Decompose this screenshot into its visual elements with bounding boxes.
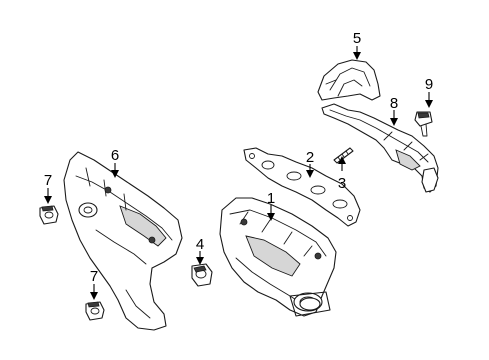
callout-5: 5 <box>353 30 361 47</box>
manifold-gasket <box>243 147 361 227</box>
stud-bolt <box>414 111 433 137</box>
lower-heat-shield <box>63 151 183 331</box>
exhaust-nut <box>191 263 213 287</box>
callout-3: 3 <box>338 175 346 192</box>
left-exhaust-manifold <box>219 197 337 317</box>
callout-9: 9 <box>425 76 433 93</box>
callout-8: 8 <box>390 95 398 112</box>
callout-7-upper: 7 <box>44 172 52 189</box>
callout-4: 4 <box>196 236 204 253</box>
flange-bolt-upper <box>39 205 59 225</box>
flange-bolt-lower <box>85 301 105 321</box>
leader-lines <box>44 46 433 300</box>
manifold-stud <box>333 147 354 164</box>
callout-2: 2 <box>306 149 314 166</box>
callout-1: 1 <box>267 190 275 207</box>
upper-heat-shield <box>317 59 381 101</box>
callout-7-lower: 7 <box>90 268 98 285</box>
right-exhaust-manifold <box>321 103 439 193</box>
callout-6: 6 <box>111 147 119 164</box>
